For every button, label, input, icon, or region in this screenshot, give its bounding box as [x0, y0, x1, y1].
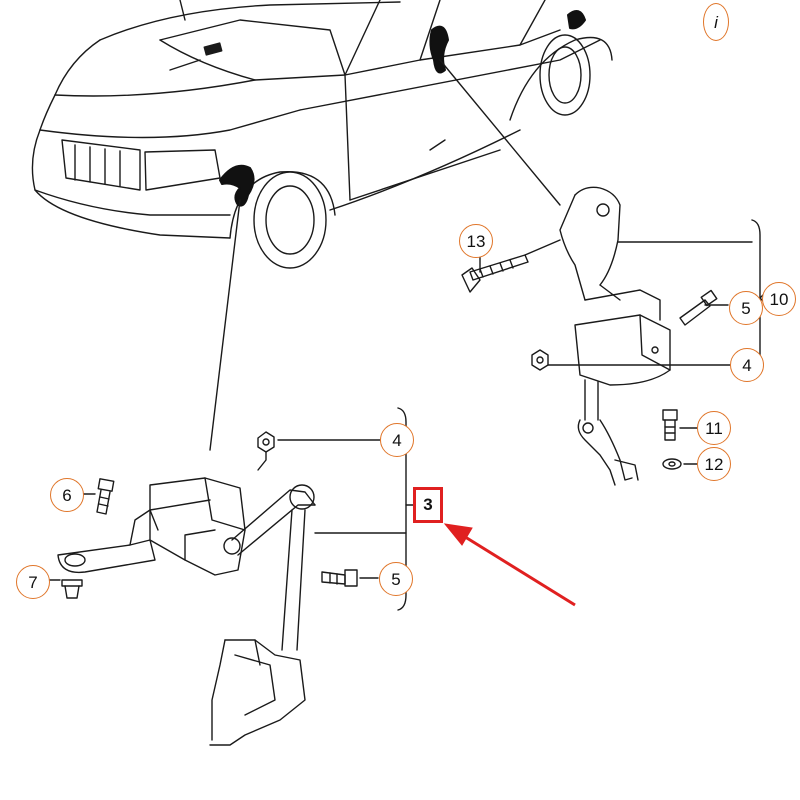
callout-10: 10 — [762, 282, 796, 316]
callout-5-lower: 5 — [379, 562, 413, 596]
callout-4-lower: 4 — [380, 423, 414, 457]
rear-sensor-assembly — [461, 186, 769, 486]
front-sensor-assembly — [49, 407, 414, 746]
callout-12: 12 — [697, 447, 731, 481]
callout-3-highlighted: 3 — [413, 487, 443, 523]
callout-5-upper: 5 — [729, 291, 763, 325]
leader-rear — [439, 59, 561, 206]
callout-4-upper: 4 — [730, 348, 764, 382]
highlight-arrow — [443, 523, 576, 607]
car-illustration — [31, 0, 613, 269]
sensor-locations — [219, 10, 586, 207]
callout-6: 6 — [50, 478, 84, 512]
callout-7: 7 — [16, 565, 50, 599]
leader-front — [209, 199, 241, 451]
callout-info: i — [703, 3, 729, 41]
callout-13: 13 — [459, 224, 493, 258]
callout-11: 11 — [697, 411, 731, 445]
